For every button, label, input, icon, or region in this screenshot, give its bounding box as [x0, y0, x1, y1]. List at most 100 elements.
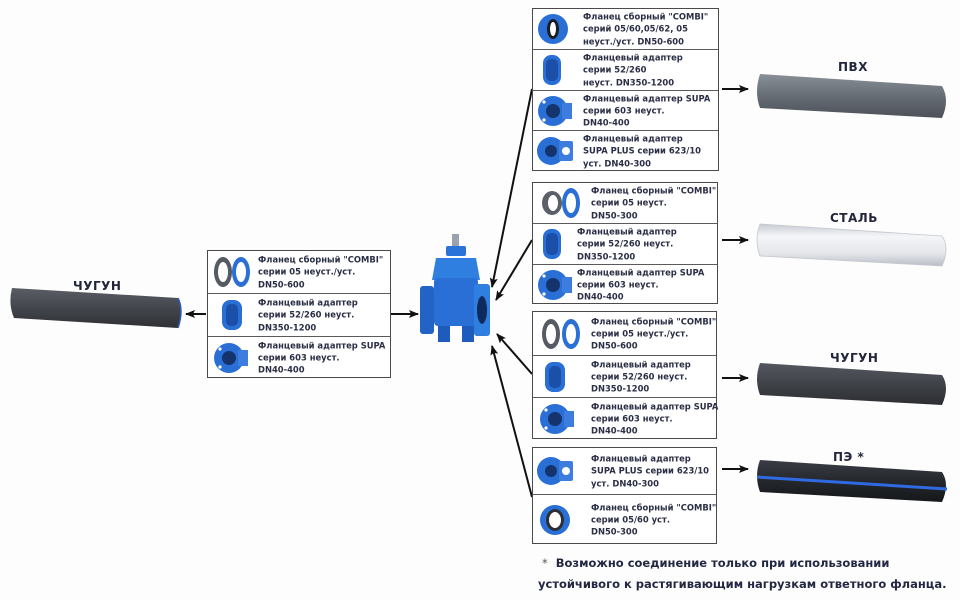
left-fitting-group: Фланец сборный "COMBI" серии 05 неуст./у… — [207, 250, 391, 378]
left-pipe-label: ЧУГУН — [73, 279, 122, 293]
fitting-series: SUPA PLUS серии 623/10 — [583, 145, 702, 156]
flange-adapter-icon — [222, 300, 242, 330]
fitting-dn-range: DN50-300 — [591, 526, 638, 537]
fitting-dn-range: DN50-300 — [591, 210, 638, 221]
combi-flange-icon — [542, 318, 580, 349]
fitting-series: серии 52/260 неуст. — [591, 371, 688, 382]
fitting-series: серии 52/260 неуст. — [258, 309, 355, 320]
supa-adapter-icon — [538, 95, 572, 126]
fitting-dn-range: DN50-600 — [258, 279, 305, 290]
fitting-row[interactable]: Фланец сборный "COMBI" серии 05 неуст./у… — [208, 251, 390, 293]
fitting-series: SUPA PLUS серии 623/10 — [591, 465, 710, 476]
gate-valve-icon — [420, 234, 490, 342]
steel-pipe — [756, 223, 947, 267]
arrow-group1-to-valve — [489, 88, 533, 288]
fitting-name: Фланцевый адаптер SUPA — [591, 400, 719, 411]
fitting-row[interactable]: Фланец сборный "COMBI" серий 05/60,05/62… — [533, 9, 718, 49]
fitting-series: серии 603 неуст. — [577, 279, 659, 290]
fitting-dn-range: неуст./уст. DN50-600 — [583, 36, 684, 47]
fitting-dn-range: уст. DN40-300 — [591, 478, 659, 489]
footnote: * Возможно соединение только при использо… — [538, 553, 946, 595]
footnote-marker: * — [542, 556, 548, 570]
fitting-name: Фланцевый адаптер — [583, 52, 683, 63]
steel-pipe-label: СТАЛЬ — [830, 211, 878, 225]
pvc-pipe — [757, 74, 946, 118]
fitting-name: Фланцевый адаптер SUPA — [258, 339, 386, 350]
fitting-row[interactable]: Фланцевый адаптер серии 52/260 неуст. DN… — [533, 49, 718, 90]
fitting-row[interactable]: Фланец сборный "COMBI" серии 05 неуст. D… — [533, 183, 717, 223]
flange-adapter-icon — [543, 55, 561, 85]
fitting-series: серий 05/60,05/62, 05 — [583, 23, 688, 34]
arrow-group2-to-valve — [495, 239, 533, 301]
fitting-row[interactable]: Фланцевый адаптер SUPA серии 603 неуст. … — [533, 90, 718, 130]
fitting-series: серии 05/60 уст. — [591, 514, 671, 525]
cast-iron-pipe-left — [10, 288, 182, 329]
fitting-group-pvc: Фланец сборный "COMBI" серий 05/60,05/62… — [532, 8, 719, 171]
fitting-row[interactable]: Фланцевый адаптер серии 52/260 неуст. DN… — [208, 293, 390, 336]
fitting-row[interactable]: Фланцевый адаптер SUPA PLUS серии 623/10… — [533, 130, 718, 171]
fitting-series: серии 52/260 неуст. — [577, 238, 674, 249]
pe-pipe-label: ПЭ * — [833, 450, 865, 464]
arrow-group4-to-valve — [490, 345, 533, 498]
footnote-line-1: Возможно соединение только при использов… — [555, 556, 890, 570]
fitting-dn-range: DN350-1200 — [577, 251, 636, 262]
fitting-series: серии 603 неуст. — [583, 105, 665, 116]
supa-plus-adapter-icon — [537, 137, 573, 165]
fitting-name: Фланец сборный "COMBI" — [591, 315, 717, 326]
fitting-series: серии 05 неуст./уст. — [258, 266, 356, 277]
fitting-dn-range: DN40-400 — [591, 425, 638, 436]
footnote-line-2: устойчивого к растягивающим нагрузкам от… — [538, 577, 947, 591]
supa-plus-adapter-icon — [537, 457, 573, 485]
fitting-name: Фланцевый адаптер — [577, 226, 677, 237]
fitting-name: Фланцевый адаптер — [258, 297, 358, 308]
fitting-row[interactable]: Фланцевый адаптер серии 52/260 неуст. DN… — [533, 355, 716, 397]
supa-adapter-icon — [538, 269, 572, 300]
fitting-row[interactable]: Фланцевый адаптер серии 52/260 неуст. DN… — [533, 223, 717, 264]
fitting-series: серии 05 неуст. — [591, 197, 667, 208]
fitting-dn-range: DN40-400 — [583, 117, 630, 128]
fitting-series: серии 603 неуст. — [258, 352, 340, 363]
arrow-group3-to-valve — [496, 333, 533, 375]
fitting-dn-range: DN40-400 — [577, 291, 624, 302]
pvc-pipe-label: ПВХ — [838, 60, 868, 74]
cast-iron-pipe-label: ЧУГУН — [830, 351, 879, 365]
supa-adapter-icon — [540, 403, 574, 434]
fitting-group-cast-iron: Фланец сборный "COMBI" серии 05 неуст./у… — [532, 311, 719, 439]
fitting-group-steel: Фланец сборный "COMBI" серии 05 неуст. D… — [532, 182, 718, 304]
combi-flange-icon — [214, 257, 250, 287]
fitting-dn-range: DN50-600 — [591, 340, 638, 351]
fitting-name: Фланцевый адаптер SUPA — [583, 92, 711, 103]
fitting-name: Фланец сборный "COMBI" — [591, 501, 717, 512]
fitting-name: Фланцевый адаптер SUPA — [577, 266, 705, 277]
fitting-row[interactable]: Фланец сборный "COMBI" серии 05/60 уст. … — [533, 494, 716, 544]
fitting-name: Фланцевый адаптер — [583, 133, 683, 144]
fitting-row[interactable]: Фланец сборный "COMBI" серии 05 неуст./у… — [533, 312, 716, 355]
fitting-series: серии 05 неуст./уст. — [591, 328, 689, 339]
fitting-series: серии 603 неуст. — [591, 413, 673, 424]
pe-pipe — [756, 460, 948, 502]
combi-flange-icon — [540, 504, 570, 535]
fitting-dn-range: неуст. DN350-1200 — [583, 77, 675, 88]
fitting-name: Фланец сборный "COMBI" — [591, 185, 717, 196]
fitting-row[interactable]: Фланцевый адаптер SUPA PLUS серии 623/10… — [533, 448, 716, 494]
supa-adapter-icon — [214, 342, 248, 373]
fitting-dn-range: DN40-400 — [258, 364, 305, 375]
combi-flange-icon — [542, 188, 580, 218]
fitting-series: серии 52/260 — [583, 64, 647, 75]
flange-adapter-icon — [543, 229, 561, 259]
fitting-row[interactable]: Фланцевый адаптер SUPA серии 603 неуст. … — [208, 336, 390, 378]
fitting-name: Фланцевый адаптер — [591, 358, 691, 369]
fitting-dn-range: DN350-1200 — [591, 383, 650, 394]
fitting-name: Фланец сборный "COMBI" — [583, 11, 709, 22]
combi-flange-icon — [538, 14, 568, 44]
fitting-dn-range: уст. DN40-300 — [583, 158, 651, 169]
cast-iron-pipe-right — [757, 363, 946, 405]
fitting-name: Фланцевый адаптер — [591, 453, 691, 464]
fitting-group-pe: Фланцевый адаптер SUPA PLUS серии 623/10… — [532, 447, 717, 544]
fitting-dn-range: DN350-1200 — [258, 322, 317, 333]
fitting-name: Фланец сборный "COMBI" — [258, 254, 384, 265]
fitting-row[interactable]: Фланцевый адаптер SUPA серии 603 неуст. … — [533, 397, 719, 439]
fitting-row[interactable]: Фланцевый адаптер SUPA серии 603 неуст. … — [533, 264, 717, 304]
flange-adapter-icon — [545, 361, 565, 392]
